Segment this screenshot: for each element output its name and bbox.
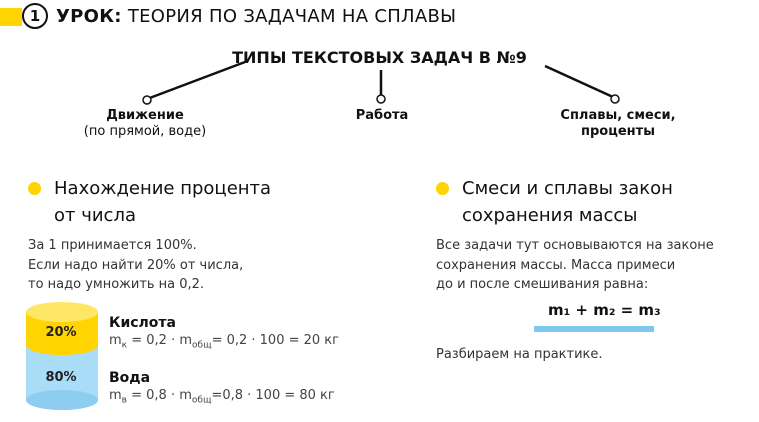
left-heading-line1: Нахождение процента	[54, 178, 272, 199]
water-m-sub: в	[121, 395, 127, 406]
branch-alloys: Сплавы, смеси, проценты	[530, 108, 706, 140]
page-title-text: ТЕОРИЯ ПО ЗАДАЧАМ НА СПЛАВЫ	[121, 6, 457, 27]
node-work	[376, 94, 386, 104]
water-name: Вода	[109, 370, 151, 386]
left-section-body: За 1 принимается 100%. Если надо найти 2…	[28, 236, 243, 295]
right-heading-line1: Смеси и сплавы закон	[462, 178, 673, 199]
node-alloys	[610, 94, 620, 104]
mass-conservation-formula: m₁ + m₂ = m₃	[548, 301, 661, 319]
branch-alloys-title: Сплавы, смеси,	[560, 108, 676, 123]
left-section-heading: Нахождение процента от числа	[54, 175, 271, 229]
header-accent-bar	[0, 8, 22, 26]
left-heading-line2: от числа	[54, 205, 136, 226]
water-percent-label: 80%	[45, 370, 77, 385]
left-body-line2: Если надо найти 20% от числа,	[28, 257, 244, 273]
cylinder-bottom	[26, 390, 98, 410]
left-body-line1: За 1 принимается 100%.	[28, 238, 197, 253]
mixture-cylinder-icon	[26, 302, 98, 410]
acid-formula: mк = 0,2 · mобщ= 0,2 · 100 = 20 кг	[109, 333, 339, 351]
water-m: m	[109, 388, 122, 403]
formula-underline	[534, 326, 654, 332]
water-eq1: = 0,8 · m	[126, 388, 192, 403]
acid-eq1: = 0,2 · m	[127, 333, 193, 348]
right-body-line3: до и после смешивания равна:	[436, 277, 649, 292]
branch-motion-title: Движение	[106, 108, 184, 123]
right-section-heading: Смеси и сплавы закон сохранения массы	[462, 175, 673, 229]
branch-motion-subtitle: (по прямой, воде)	[83, 124, 207, 139]
branch-work: Работа	[330, 108, 434, 124]
acid-eq2: = 0,2 · 100 = 20 кг	[211, 333, 339, 348]
right-heading-line2: сохранения массы	[462, 205, 638, 226]
acid-m-sub: к	[121, 340, 128, 351]
cylinder-top	[26, 302, 98, 322]
left-body-line3: то надо умножить на 0,2.	[28, 277, 205, 292]
left-bullet-dot	[28, 182, 41, 195]
acid-m: m	[109, 333, 122, 348]
right-section-body: Все задачи тут основываются на законе со…	[436, 236, 714, 295]
lesson-number-badge: 1	[22, 3, 48, 29]
branch-work-title: Работа	[355, 108, 409, 123]
water-eq2: =0,8 · 100 = 80 кг	[211, 388, 335, 403]
branch-motion: Движение (по прямой, воде)	[50, 108, 240, 140]
node-motion	[142, 95, 152, 105]
water-total-sub: общ	[191, 395, 212, 406]
acid-percent-label: 20%	[45, 325, 77, 340]
right-body-line2: сохранения массы. Масса примеси	[436, 257, 676, 273]
connector-motion	[146, 60, 246, 101]
acid-total-sub: общ	[192, 340, 212, 351]
branch-alloys-subtitle: проценты	[581, 124, 655, 139]
page-title-bold: УРОК:	[56, 6, 122, 27]
water-formula: mв = 0,8 · mобщ=0,8 · 100 = 80 кг	[109, 388, 335, 406]
mind-map-title: ТИПЫ ТЕКСТОВЫХ ЗАДАЧ В №9	[232, 48, 527, 67]
cylinder-acid-layer	[26, 312, 98, 355]
practice-note: Разбираем на практике.	[436, 347, 603, 362]
page-title: УРОК: ТЕОРИЯ ПО ЗАДАЧАМ НА СПЛАВЫ	[56, 6, 456, 27]
right-bullet-dot	[436, 182, 449, 195]
connector-alloys	[544, 64, 614, 99]
right-body-line1: Все задачи тут основываются на законе	[436, 238, 714, 253]
acid-name: Кислота	[109, 315, 176, 331]
